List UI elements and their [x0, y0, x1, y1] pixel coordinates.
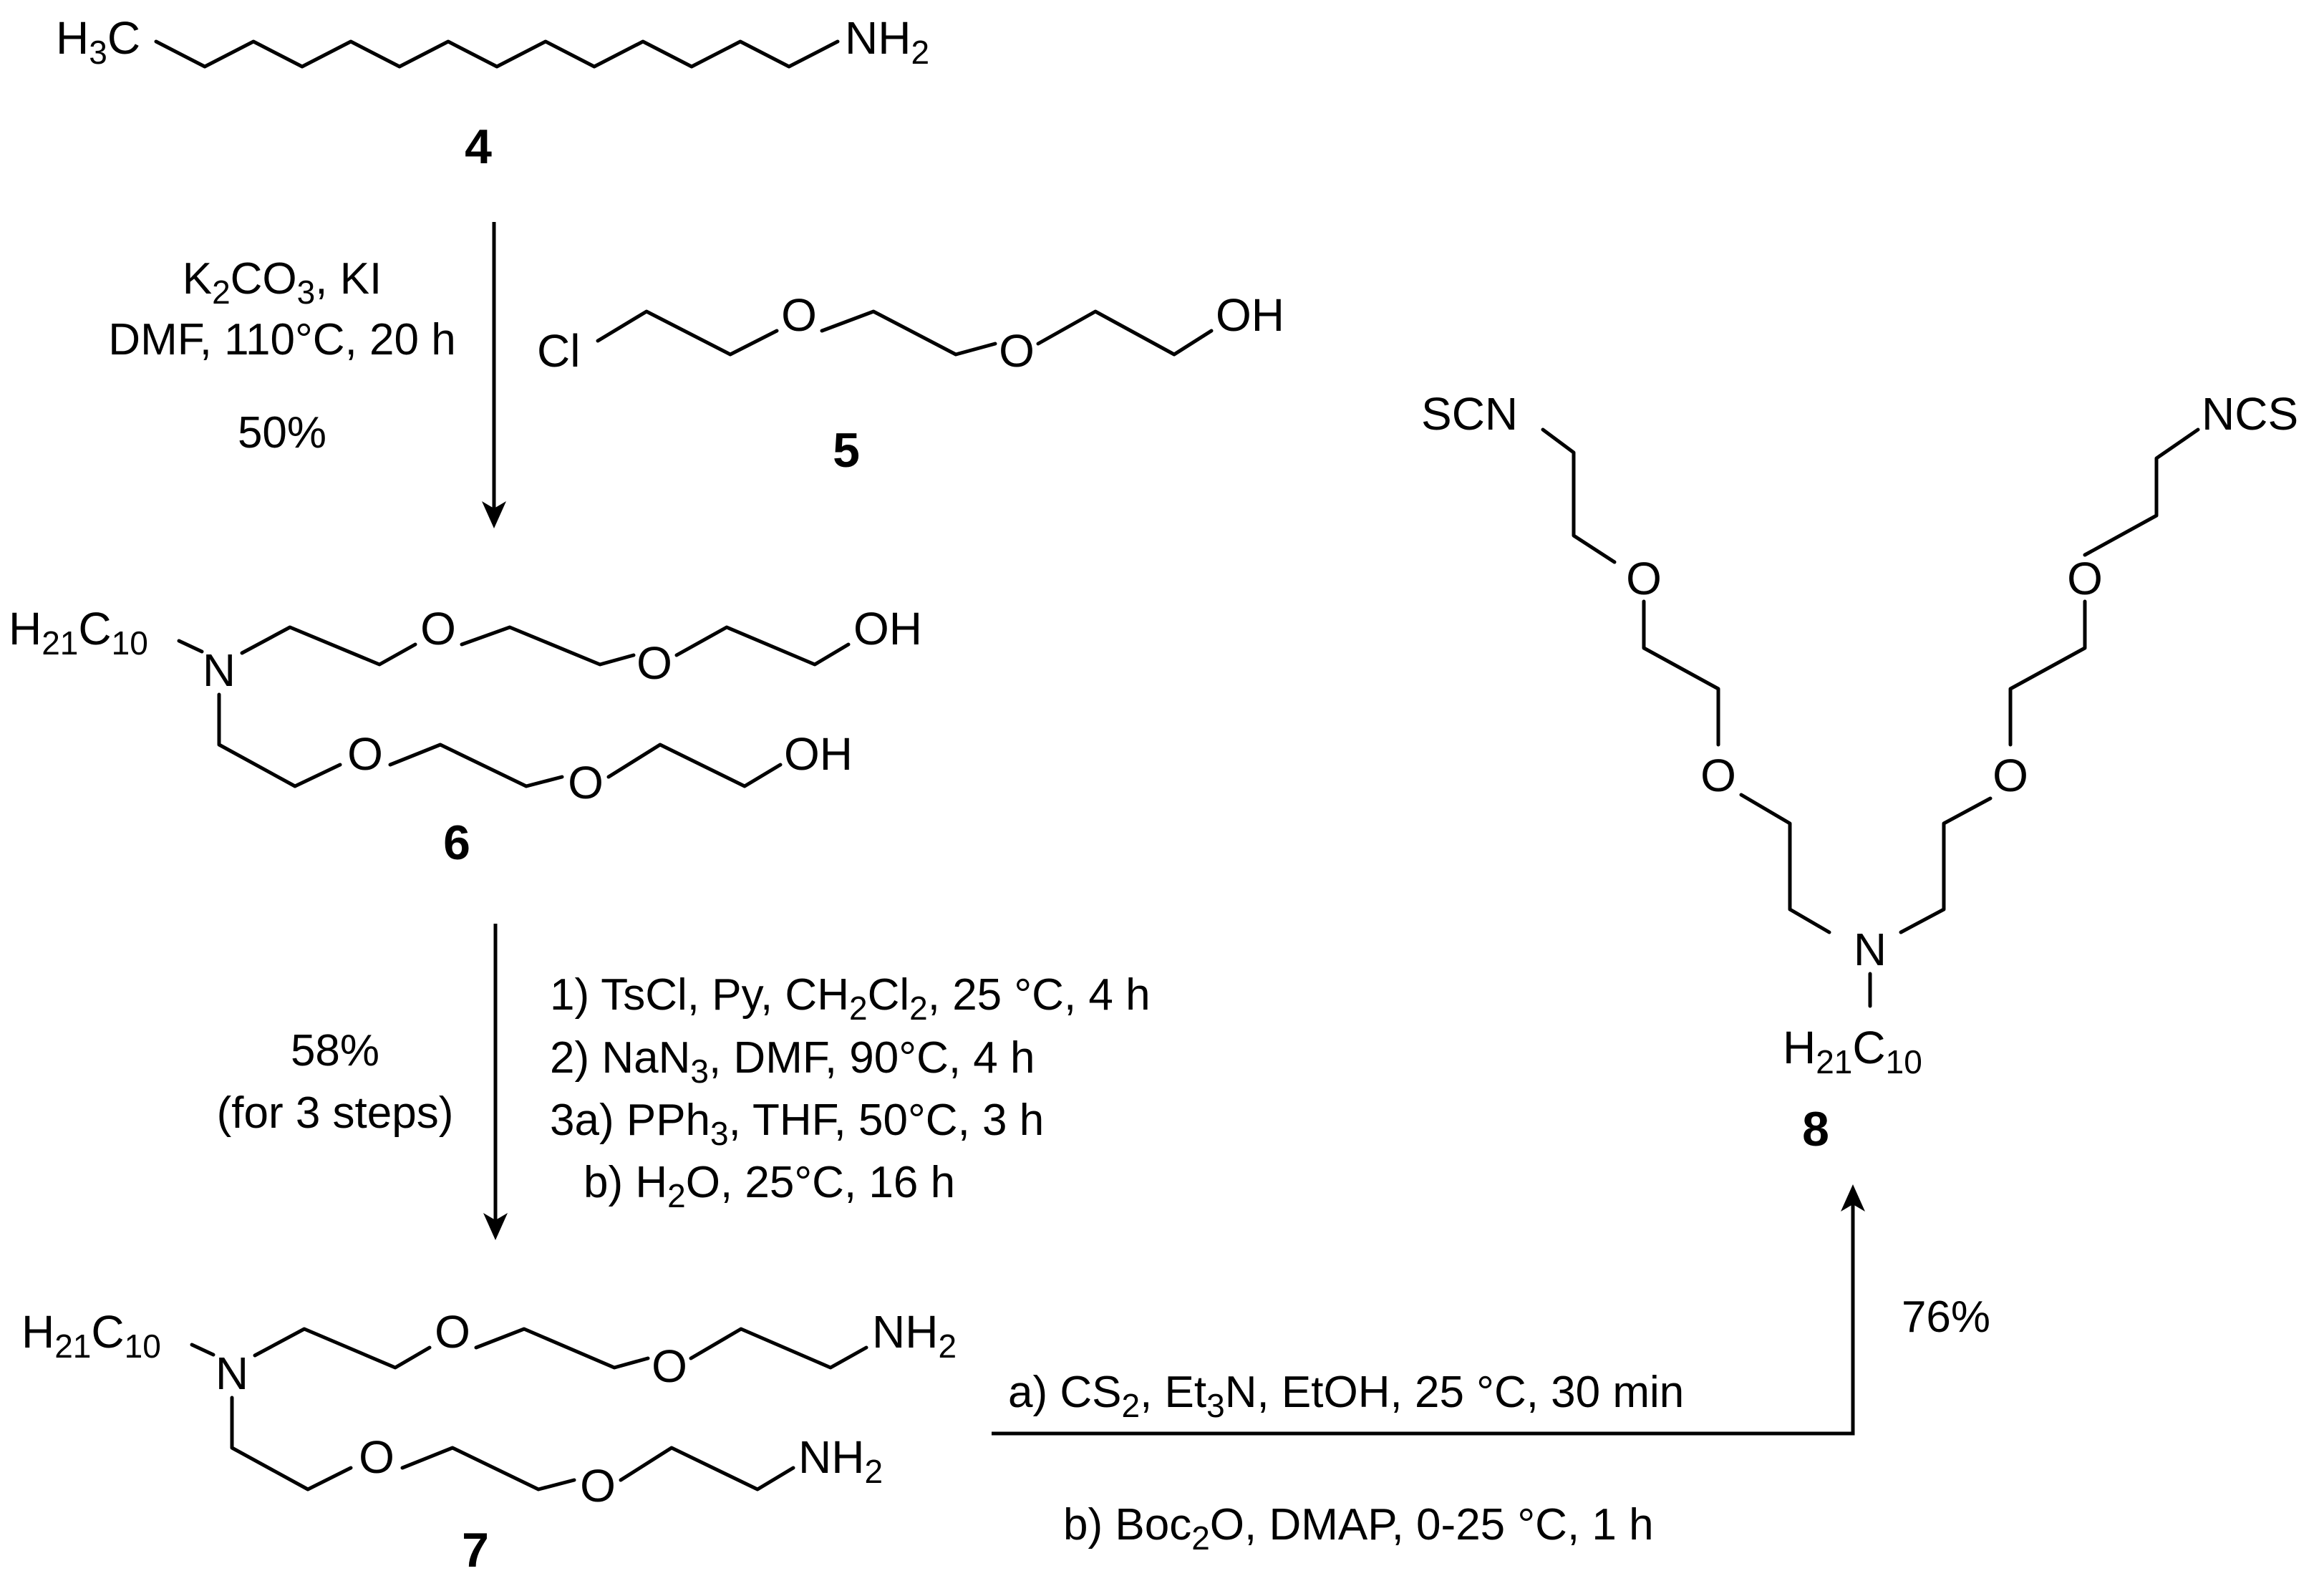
c7-decyl: H21C10 — [21, 1306, 161, 1365]
c7-nitrogen: N — [216, 1348, 248, 1399]
step1-conditions: DMF, 110°C, 20 h — [108, 315, 455, 364]
c4-left-group: H3C — [56, 12, 140, 71]
c7-upper-chain-3 — [689, 1327, 868, 1370]
c6-lower-chain-1 — [217, 692, 342, 788]
c8-decyl: H21C10 — [1783, 1022, 1922, 1080]
c8-left-chain-3 — [1739, 793, 1831, 934]
compound-number-6: 6 — [443, 816, 470, 870]
step1-yield: 50% — [238, 408, 326, 458]
c7-upper-amine: NH2 — [872, 1306, 957, 1365]
c4-alkyl-chain — [154, 39, 840, 69]
c5-ether-o1: O — [781, 289, 817, 341]
compound-number-4: 4 — [465, 120, 492, 174]
c5-hydroxyl: OH — [1216, 289, 1284, 341]
compound-number-8: 8 — [1802, 1102, 1829, 1156]
c6-upper-o2: O — [636, 637, 672, 689]
c8-right-o1: O — [2067, 553, 2103, 604]
step1-reagents: K2CO3, KI — [183, 254, 382, 311]
c6-lower-hydroxyl: OH — [784, 728, 853, 780]
compound-number-7: 7 — [462, 1523, 489, 1577]
compound-number-5: 5 — [833, 423, 860, 478]
compound-7-structure: H21C10 N O O NH2 O O NH2 — [21, 1306, 957, 1512]
c6-upper-o1: O — [420, 603, 456, 654]
compound-4-structure: H3C NH2 — [56, 12, 929, 71]
c7-upper-chain-2 — [474, 1327, 650, 1370]
c7-n-bond — [190, 1343, 216, 1357]
compound-8-structure: SCN O O N O O NCS H21C10 — [1421, 388, 2298, 1080]
step2-line1: 1) TsCl, Py, CH2Cl2, 25 °C, 4 h — [550, 970, 1151, 1027]
c8-left-chain-1 — [1541, 427, 1617, 564]
c8-left-o2: O — [1700, 750, 1736, 801]
c8-left-isothiocyanate: SCN — [1421, 388, 1518, 440]
c6-lower-o1: O — [347, 728, 383, 780]
compound-6-structure: H21C10 N O O OH O O OH — [9, 603, 922, 808]
c8-left-o1: O — [1626, 553, 1662, 604]
c5-chain-1 — [596, 309, 779, 357]
c6-upper-hydroxyl: OH — [853, 603, 922, 654]
step2-yield: 58% — [291, 1026, 379, 1075]
step3-line-b: b) Boc2O, DMAP, 0-25 °C, 1 h — [1063, 1500, 1654, 1557]
c5-chain-3 — [1036, 309, 1214, 357]
c5-chloro: Cl — [537, 325, 580, 377]
step2-line3: 3a) PPh3, THF, 50°C, 3 h — [550, 1096, 1044, 1152]
c6-decyl: H21C10 — [9, 603, 148, 662]
arrow-head-step2 — [483, 1213, 508, 1240]
c8-right-chain-1 — [2083, 427, 2200, 557]
c7-upper-o1: O — [435, 1306, 470, 1358]
c4-right-group: NH2 — [845, 12, 929, 71]
c8-left-chain-2 — [1642, 599, 1720, 747]
c7-lower-chain-3 — [619, 1446, 795, 1491]
c8-right-chain-2 — [2008, 599, 2087, 747]
c8-right-chain-3 — [1899, 796, 1993, 934]
c8-right-isothiocyanate: NCS — [2202, 388, 2298, 440]
compound-5-structure: Cl O O OH — [537, 289, 1284, 377]
step2-line4: b) H2O, 25°C, 16 h — [584, 1158, 955, 1214]
c7-lower-o2: O — [580, 1460, 616, 1512]
c7-lower-amine: NH2 — [798, 1431, 883, 1490]
c6-lower-chain-3 — [606, 743, 783, 788]
step2-yield-note: (for 3 steps) — [217, 1088, 454, 1138]
c6-nitrogen: N — [203, 644, 236, 696]
c6-upper-chain-2 — [460, 625, 636, 667]
c8-nitrogen: N — [1854, 924, 1887, 975]
c7-lower-chain-2 — [400, 1446, 576, 1491]
step2-line2: 2) NaN3, DMF, 90°C, 4 h — [550, 1033, 1035, 1090]
c7-lower-chain-1 — [230, 1396, 353, 1491]
arrow-head-step1 — [482, 501, 506, 528]
arrow-head-step3 — [1841, 1184, 1865, 1212]
c5-ether-o2: O — [999, 325, 1035, 377]
c6-lower-chain-2 — [388, 743, 564, 788]
c6-lower-o2: O — [568, 757, 604, 808]
step3-line-a: a) CS2, Et3N, EtOH, 25 °C, 30 min — [1008, 1368, 1684, 1424]
c6-upper-chain-3 — [674, 625, 851, 667]
c5-chain-2 — [820, 309, 997, 357]
step3-yield: 76% — [1902, 1292, 1990, 1342]
reaction-arrow-step3 — [992, 1203, 1855, 1436]
c7-upper-o2: O — [652, 1340, 687, 1392]
c6-upper-chain-1 — [240, 625, 417, 667]
c8-right-o2: O — [1993, 750, 2028, 801]
c7-upper-chain-1 — [253, 1327, 432, 1370]
c7-lower-o1: O — [359, 1431, 394, 1483]
c6-n-bond — [177, 639, 204, 654]
